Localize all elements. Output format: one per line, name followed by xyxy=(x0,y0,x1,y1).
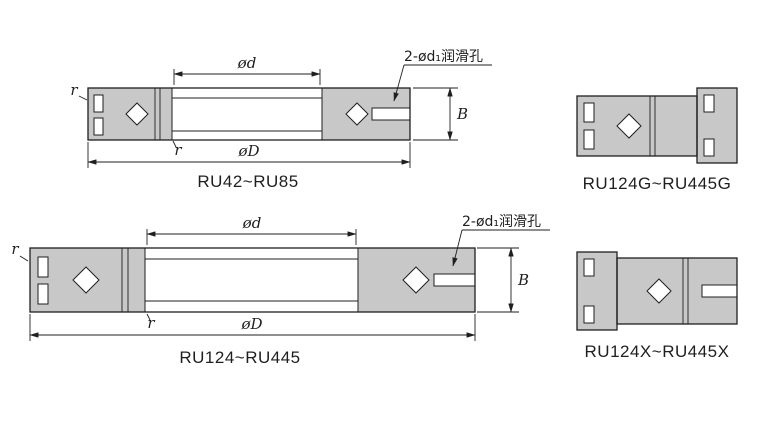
crossed-roller xyxy=(345,102,369,126)
leader-line xyxy=(19,255,29,262)
mounting-hole xyxy=(93,94,104,113)
diagram-ru124x-ru445x: RU124X~RU445X xyxy=(576,251,738,361)
section-outline xyxy=(616,257,738,325)
leader-arrow xyxy=(393,64,405,102)
crossed-roller xyxy=(402,266,430,294)
leader-line xyxy=(78,95,88,101)
diagram-ru124-ru445: ød 2-ød₁润滑孔 B øD r r RU124~RU445 xyxy=(11,213,550,367)
label-outer-diameter: øD xyxy=(237,142,259,160)
label-lubrication-holes: 2-ød₁润滑孔 xyxy=(462,213,541,230)
leader-arrow xyxy=(452,229,463,267)
crossed-roller xyxy=(125,102,149,126)
diagram-title: RU124G~RU445G xyxy=(583,174,732,193)
label-radius-inner: r xyxy=(174,141,182,159)
label-inner-diameter: ød xyxy=(237,54,257,72)
label-radius-top: r xyxy=(70,81,78,99)
lubrication-hole xyxy=(701,284,738,298)
label-inner-diameter: ød xyxy=(242,214,262,232)
diagram-ru124g-ru445g: RU124G~RU445G xyxy=(576,87,738,193)
label-radius-top: r xyxy=(11,240,19,258)
mounting-hole xyxy=(583,258,595,277)
outer-ring-section xyxy=(576,251,618,331)
bore-area xyxy=(171,87,323,141)
mounting-hole xyxy=(703,138,715,157)
label-width: B xyxy=(517,271,529,289)
crossed-roller xyxy=(646,278,672,304)
diagram-title: RU124X~RU445X xyxy=(585,342,730,361)
mounting-hole xyxy=(703,94,715,113)
diagram-title: RU42~RU85 xyxy=(197,172,298,191)
diagram-title: RU124~RU445 xyxy=(179,348,300,367)
crossed-roller xyxy=(616,113,642,139)
label-lubrication-holes: 2-ød₁润滑孔 xyxy=(404,48,483,65)
mounting-hole xyxy=(93,117,104,136)
section-outline xyxy=(29,247,476,313)
section-outline xyxy=(696,87,738,164)
leader-line xyxy=(146,313,151,321)
label-radius-inner: r xyxy=(147,314,155,332)
outer-ring-section xyxy=(696,87,738,164)
mounting-hole xyxy=(583,102,595,123)
mounting-hole xyxy=(583,305,595,324)
mounting-hole xyxy=(583,129,595,150)
label-width: B xyxy=(456,105,468,123)
diagram-ru42-ru85: ød 2-ød₁润滑孔 B øD r r RU42~RU85 xyxy=(70,48,492,191)
mounting-hole xyxy=(37,283,49,305)
leader-line xyxy=(172,140,177,148)
section-outline xyxy=(87,87,411,141)
label-outer-diameter: øD xyxy=(240,315,262,333)
bore-area xyxy=(144,247,359,313)
lubrication-hole xyxy=(371,107,411,121)
mounting-hole xyxy=(37,256,49,278)
lubrication-hole xyxy=(433,273,476,287)
crossed-roller xyxy=(72,266,100,294)
